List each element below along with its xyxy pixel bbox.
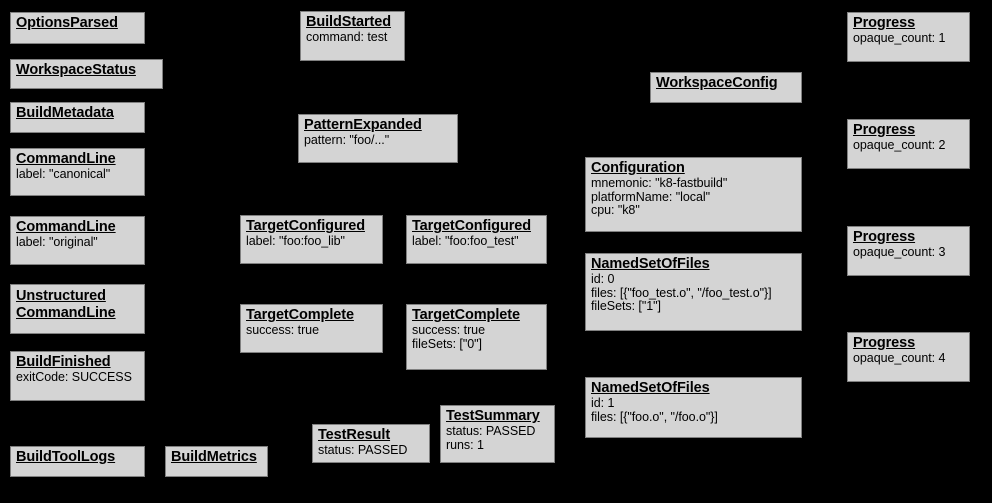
node-title: Unstructured CommandLine <box>16 288 116 322</box>
node-field: fileSets: ["1"] <box>591 298 661 313</box>
node-field: opaque_count: 4 <box>853 351 946 366</box>
node-field: mnemonic: "k8-fastbuild" <box>591 176 728 191</box>
node-title: TestResult <box>318 427 391 443</box>
node-field: id: 1 <box>591 396 615 411</box>
node-title: BuildStarted <box>306 14 392 30</box>
node-title: CommandLine <box>16 151 116 167</box>
node-field: opaque_count: 3 <box>853 245 946 260</box>
node-workspace-config[interactable]: WorkspaceConfig <box>650 72 802 103</box>
node-title: WorkspaceConfig <box>656 75 778 91</box>
node-build-metrics[interactable]: BuildMetrics <box>165 446 268 477</box>
node-field: command: test <box>306 30 388 45</box>
node-field: platformName: "local" <box>591 189 710 204</box>
node-title: NamedSetOfFiles <box>591 256 710 272</box>
node-field: id: 0 <box>591 272 615 287</box>
node-build-tool-logs[interactable]: BuildToolLogs <box>10 446 145 477</box>
node-title: Progress <box>853 122 916 138</box>
node-title: BuildMetrics <box>171 449 257 465</box>
node-title: BuildFinished <box>16 354 111 370</box>
node-title: Configuration <box>591 160 685 176</box>
node-field: label: "foo:foo_lib" <box>246 234 345 249</box>
node-field: status: PASSED <box>318 443 408 458</box>
node-field: fileSets: ["0"] <box>412 336 482 351</box>
node-field: opaque_count: 1 <box>853 31 946 46</box>
node-title: TargetComplete <box>412 307 520 323</box>
node-title: Progress <box>853 335 916 351</box>
node-field: exitCode: SUCCESS <box>16 370 132 385</box>
node-field: runs: 1 <box>446 437 484 452</box>
node-title: TestSummary <box>446 408 540 424</box>
node-field: files: [{"foo_test.o", "/foo_test.o"}] <box>591 285 772 300</box>
node-title: NamedSetOfFiles <box>591 380 710 396</box>
node-field: pattern: "foo/..." <box>304 133 390 148</box>
node-title: Progress <box>853 15 916 31</box>
node-title: BuildMetadata <box>16 105 114 121</box>
node-options-parsed[interactable]: OptionsParsed <box>10 12 145 44</box>
node-unstructured-command-line[interactable]: Unstructured CommandLine <box>10 284 145 334</box>
node-field: files: [{"foo.o", "/foo.o"}] <box>591 409 718 424</box>
node-title: TargetComplete <box>246 307 354 323</box>
node-title: Progress <box>853 229 916 245</box>
node-field: label: "canonical" <box>16 167 111 182</box>
node-workspace-status[interactable]: WorkspaceStatus <box>10 59 163 89</box>
node-field: cpu: "k8" <box>591 202 640 217</box>
node-title: BuildToolLogs <box>16 449 116 465</box>
node-title: CommandLine <box>16 219 116 235</box>
node-field: success: true <box>412 323 485 338</box>
node-field: status: PASSED <box>446 424 536 439</box>
node-field: success: true <box>246 323 319 338</box>
node-build-metadata[interactable]: BuildMetadata <box>10 102 145 133</box>
node-field: label: "foo:foo_test" <box>412 234 519 249</box>
node-title: TargetConfigured <box>246 218 365 234</box>
node-title: TargetConfigured <box>412 218 531 234</box>
node-title: OptionsParsed <box>16 15 118 31</box>
node-title: WorkspaceStatus <box>16 62 136 78</box>
node-field: label: "original" <box>16 235 98 250</box>
node-title: PatternExpanded <box>304 117 422 133</box>
node-field: opaque_count: 2 <box>853 138 946 153</box>
